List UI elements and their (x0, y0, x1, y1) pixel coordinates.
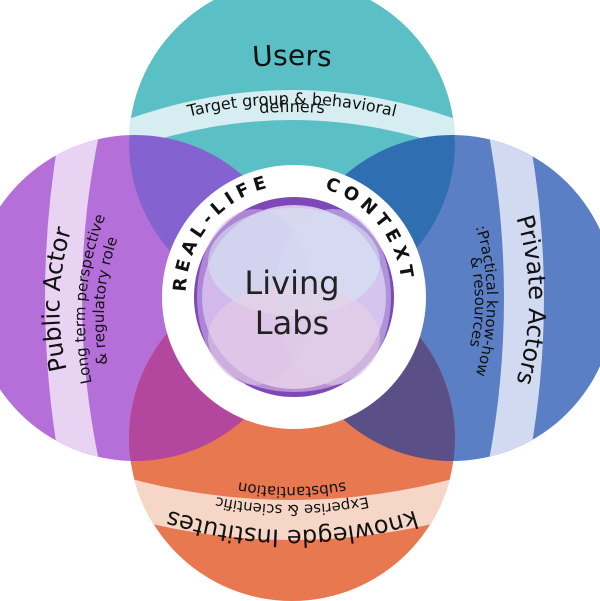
knowledge-institutes-subtitle-line2: substantiation (236, 478, 347, 501)
private-actors-band (488, 135, 544, 461)
users-band (129, 90, 455, 160)
knowledge-band (129, 470, 455, 540)
core-lobe-top (208, 208, 380, 316)
core-title-line2: Labs (255, 304, 329, 342)
core-lobe-bottom (208, 284, 380, 392)
public-actor-band (45, 135, 100, 461)
users-subtitle-line2: definers (259, 97, 326, 117)
core-title-line1: Living (244, 264, 339, 302)
users-title: Users (251, 39, 333, 74)
